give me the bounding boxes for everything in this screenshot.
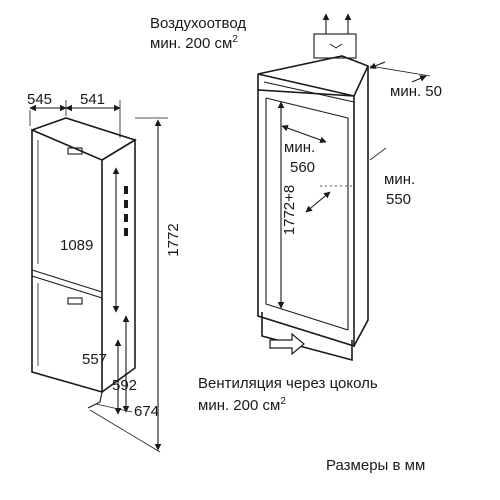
dim-niche-height-label: 1772+8 xyxy=(281,185,298,235)
dim-592-label: 592 xyxy=(112,377,137,394)
dim-541-label: 541 xyxy=(80,91,105,108)
units-note: Размеры в мм xyxy=(326,457,425,474)
mounting-holes xyxy=(124,186,128,236)
dim-557-label: 557 xyxy=(82,351,107,368)
dim-674-label: 674 xyxy=(134,403,159,420)
dim-545-label: 545 xyxy=(27,91,52,108)
refrigerator-drawing xyxy=(31,117,137,409)
min-560-label: мин. xyxy=(284,139,315,156)
min-560-value: 560 xyxy=(290,159,315,176)
depth-dimensions xyxy=(29,100,121,138)
niche-cabinet-drawing xyxy=(257,33,369,362)
min-50-label: мин. 50 xyxy=(390,83,442,100)
plinth-vent-area: мин. 200 см2 xyxy=(198,396,286,414)
dim-1089-label: 1089 xyxy=(60,237,93,254)
dim-1772-label: 1772 xyxy=(165,223,182,256)
min-550-value: 550 xyxy=(386,191,411,208)
air-outlet-area: мин. 200 см2 xyxy=(150,34,238,52)
plinth-vent-title: Вентиляция через цоколь xyxy=(198,375,378,392)
min-550-label: мин. xyxy=(384,171,415,188)
niche-dimensions xyxy=(277,61,431,309)
height-dimensions xyxy=(89,117,168,453)
air-outlet-title: Воздухоотвод xyxy=(150,15,246,32)
airflow-arrows xyxy=(269,13,352,356)
